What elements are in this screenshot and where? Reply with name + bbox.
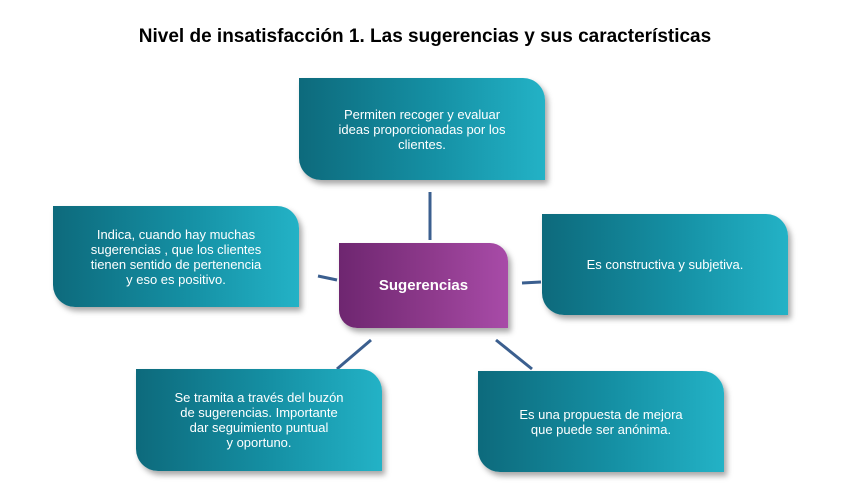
box-top-text: Permiten recoger y evaluar ideas proporc…	[338, 106, 506, 152]
page-title: Nivel de insatisfacción 1. Las sugerenci…	[138, 26, 712, 47]
connector-left	[317, 274, 338, 282]
box-left: Indica, cuando hay muchas sugerencias , …	[53, 206, 299, 307]
box-bottom-right: Es una propuesta de mejora que puede ser…	[478, 371, 724, 472]
connector-bottom-right	[495, 338, 533, 371]
box-left-text: Indica, cuando hay muchas sugerencias , …	[90, 226, 262, 287]
connector-right	[521, 280, 542, 285]
box-bottom-left-text: Se tramita a través del buzón de sugeren…	[174, 390, 344, 450]
center-node: Sugerencias	[339, 243, 508, 328]
box-right: Es constructiva y subjetiva.	[542, 214, 788, 315]
box-top: Permiten recoger y evaluar ideas proporc…	[299, 78, 545, 180]
box-bottom-left: Se tramita a través del buzón de sugeren…	[136, 369, 382, 471]
box-right-text: Es constructiva y subjetiva.	[586, 257, 744, 272]
box-bottom-right-text: Es una propuesta de mejora que puede ser…	[519, 406, 683, 437]
center-label: Sugerencias	[378, 277, 469, 294]
connector-bottom-left	[336, 338, 372, 371]
